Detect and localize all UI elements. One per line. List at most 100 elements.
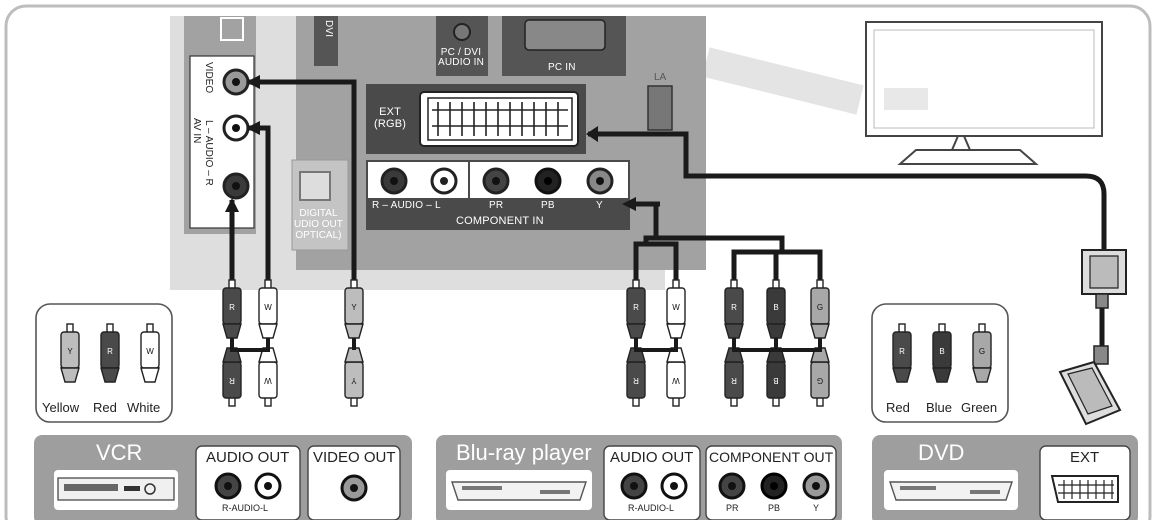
legend-plugs: Y R W R B G xyxy=(60,323,992,383)
optical-port xyxy=(299,171,331,201)
bd-audio-sub-label: R-AUDIO-L xyxy=(628,503,675,513)
dvd-title: DVD xyxy=(918,440,965,465)
plug-top-2: Y xyxy=(344,279,364,339)
vcr-audio-sub-label: R-AUDIO-L xyxy=(222,503,269,513)
vcr-video-out-label: VIDEO OUT xyxy=(313,449,396,466)
bd-y-label: Y xyxy=(813,503,820,513)
tiny-port xyxy=(220,17,244,41)
scart-cable xyxy=(588,131,1107,250)
lan-label: LA xyxy=(654,72,667,83)
plug-bottom-0: R xyxy=(222,347,242,407)
legend-left-plug-0: Y xyxy=(60,323,80,383)
jack-comp-audio-l-center xyxy=(440,177,448,185)
plug-bottom-7: G xyxy=(810,347,830,407)
svg-text:R: R xyxy=(633,376,639,385)
scart-plug-lower xyxy=(1058,345,1122,426)
plug-bottom-5: R xyxy=(724,347,744,407)
plug-links xyxy=(230,338,822,352)
legend-left-plug-1: R xyxy=(100,323,120,383)
svg-text:B: B xyxy=(773,376,778,385)
legend-left-name-2: White xyxy=(127,400,161,415)
pc-in-label: PC IN xyxy=(548,62,576,73)
pc-dvi-audio-jack xyxy=(453,23,471,41)
dvi-block xyxy=(314,16,338,66)
svg-text:W: W xyxy=(264,376,272,385)
legend-left-name-1: Red xyxy=(93,400,117,415)
svg-text:W: W xyxy=(672,376,680,385)
plug-top-4: W xyxy=(666,279,686,339)
bd-pb-label: PB xyxy=(768,503,781,513)
scart-plug-upper xyxy=(1081,249,1127,309)
scart-pins xyxy=(432,102,568,136)
legend-right-name-2: Green xyxy=(961,400,998,415)
lan-port xyxy=(647,85,673,131)
cable-vcr-video xyxy=(248,79,357,286)
av-in-audio-label: L – AUDIO – R xyxy=(203,120,214,186)
svg-text:G: G xyxy=(979,347,985,356)
bd-audio-out-label: AUDIO OUT xyxy=(610,449,694,466)
plug-top-0: R xyxy=(222,279,242,339)
svg-text:Y: Y xyxy=(67,347,73,356)
component-pb-label: PB xyxy=(541,200,555,211)
svg-text:R: R xyxy=(731,303,737,312)
plug-top-7: G xyxy=(810,279,830,339)
svg-text:R: R xyxy=(633,303,639,312)
svg-text:R: R xyxy=(899,347,905,356)
legend-right-name-0: Red xyxy=(886,400,910,415)
cable-bd-audio xyxy=(633,241,679,286)
bd-pr-label: PR xyxy=(726,503,739,513)
component-audio-label: R – AUDIO – L xyxy=(372,200,441,211)
svg-text:B: B xyxy=(773,303,778,312)
svg-text:G: G xyxy=(817,303,823,312)
legend-right-plug-1: B xyxy=(932,323,952,383)
pc-dvi-audio-label: PC / DVI AUDIO IN xyxy=(438,47,485,68)
plug-top-6: B xyxy=(766,279,786,339)
bluray-title: Blu-ray player xyxy=(456,440,592,465)
dvd-scart-port xyxy=(1050,475,1119,503)
ext-rgb-label: EXT (RGB) xyxy=(374,106,407,130)
bd-component-out-label: COMPONENT OUT xyxy=(709,449,834,465)
rca-plugs: R R W W Y Y R R W W R R B B G G xyxy=(222,279,830,407)
svg-text:Y: Y xyxy=(351,303,357,312)
scart-inner xyxy=(427,97,573,141)
plug-bottom-2: Y xyxy=(344,347,364,407)
vcr-audio-out-box xyxy=(195,445,301,520)
av-in-title: AV IN xyxy=(191,118,202,144)
plug-top-1: W xyxy=(258,279,278,339)
svg-text:W: W xyxy=(264,303,272,312)
svg-text:Y: Y xyxy=(351,376,357,385)
outer-frame xyxy=(4,4,1152,520)
legend-left-name-0: Yellow xyxy=(42,400,80,415)
plug-top-3: R xyxy=(626,279,646,339)
plug-top-5: R xyxy=(724,279,744,339)
plug-bottom-6: B xyxy=(766,347,786,407)
vcr-title: VCR xyxy=(96,440,143,465)
dvd-ext-label: EXT xyxy=(1070,449,1100,466)
svg-text:R: R xyxy=(229,376,235,385)
svg-text:R: R xyxy=(107,347,113,356)
legend-right-name-1: Blue xyxy=(926,400,953,415)
component-pr-label: PR xyxy=(489,200,504,211)
plug-bottom-1: W xyxy=(258,347,278,407)
legend-right-plug-0: R xyxy=(892,323,912,383)
av-in-video-label: VIDEO xyxy=(203,62,214,94)
svg-text:W: W xyxy=(672,303,680,312)
legend-right-plug-2: G xyxy=(972,323,992,383)
digital-audio-label: DIGITAL UDIO OUT OPTICAL) xyxy=(294,208,343,241)
svg-text:W: W xyxy=(146,347,154,356)
legend-left-plug-2: W xyxy=(140,323,160,383)
vcr-audio-out-label: AUDIO OUT xyxy=(206,449,290,466)
component-in-title: COMPONENT IN xyxy=(456,215,544,227)
dvi-label: DVI xyxy=(323,20,334,38)
svg-text:B: B xyxy=(939,347,944,356)
bd-audio-out-box xyxy=(603,445,701,520)
component-y-label: Y xyxy=(596,200,603,211)
tv-callout-line xyxy=(702,47,864,115)
pc-in-connector xyxy=(524,19,606,51)
plug-bottom-4: W xyxy=(666,347,686,407)
svg-text:G: G xyxy=(817,376,823,385)
svg-text:R: R xyxy=(731,376,737,385)
plug-bottom-3: R xyxy=(626,347,646,407)
